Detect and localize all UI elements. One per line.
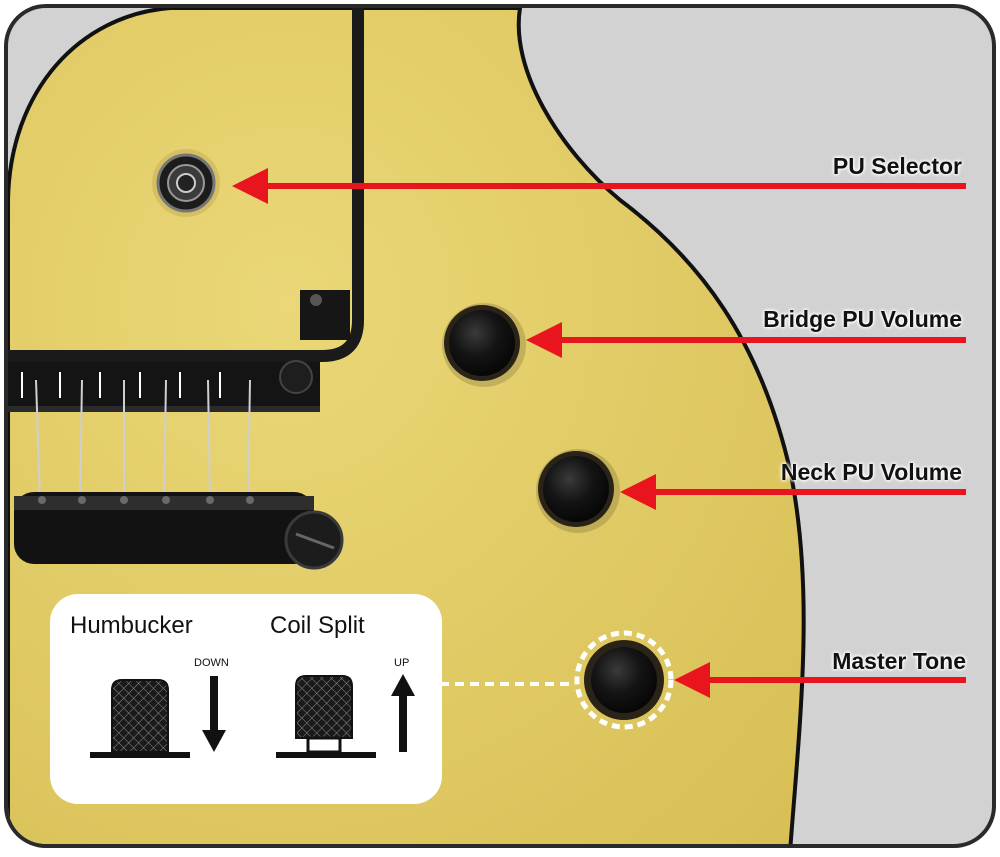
toggle-switch-icon (152, 149, 220, 217)
legend-title-coil-split: Coil Split (270, 612, 365, 639)
knob-icon (574, 630, 674, 730)
direction-up-label: UP (394, 657, 410, 669)
arrow-pu-selector (232, 168, 966, 204)
legend-title-humbucker: Humbucker (70, 612, 193, 639)
tailpiece (8, 290, 350, 412)
knob-icon (536, 449, 620, 533)
arrow-master-tone (674, 662, 966, 698)
strings (35, 379, 251, 501)
knob-icon (442, 303, 526, 387)
bridge (14, 492, 344, 570)
label-bridge-volume: Bridge PU Volume (763, 306, 962, 332)
arrow-up-icon (391, 674, 415, 752)
arrow-neck-volume (620, 474, 966, 510)
coil-split-knob-illustration (276, 675, 376, 758)
pickguard-edge (8, 8, 364, 362)
arrow-down-icon (202, 676, 226, 752)
label-neck-volume: Neck PU Volume (780, 459, 962, 485)
label-pu-selector: PU Selector (832, 153, 962, 179)
arrow-bridge-volume (526, 322, 966, 358)
direction-down-label: DOWN (194, 657, 229, 669)
humbucker-knob-illustration (90, 679, 190, 758)
label-master-tone: Master Tone (832, 648, 966, 674)
